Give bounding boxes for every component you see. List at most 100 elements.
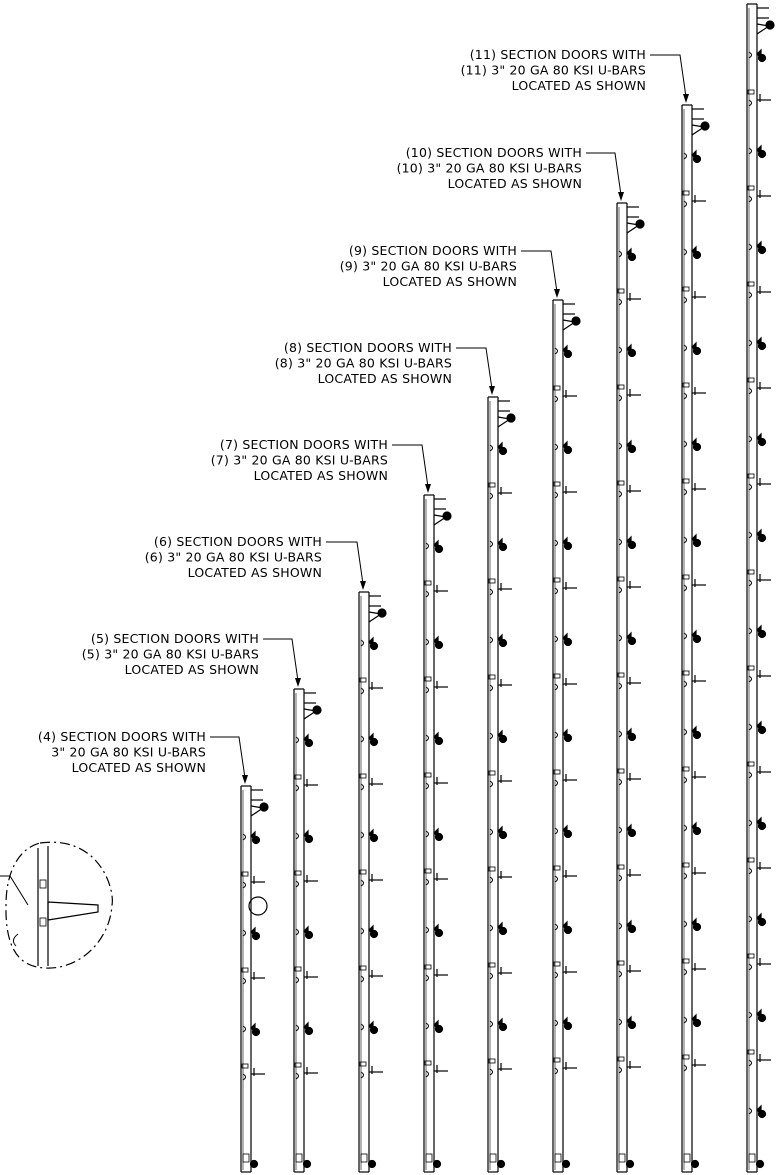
detail-hook xyxy=(12,933,19,947)
latch-mark xyxy=(554,587,558,595)
latch-mark xyxy=(748,243,752,251)
latch-mark xyxy=(554,443,558,451)
latch-mark xyxy=(618,730,622,738)
callout-line-location: LOCATED AS SHOWN xyxy=(448,176,582,191)
section-bracket xyxy=(682,478,690,484)
hinge-ball xyxy=(369,1025,379,1035)
top-hinge-ball xyxy=(571,316,581,326)
door-column-7 xyxy=(423,494,452,1173)
latch-mark xyxy=(683,392,687,400)
hinge-ball xyxy=(757,437,767,447)
latch-mark xyxy=(618,682,622,690)
bottom-plate xyxy=(618,1153,626,1163)
bottom-ball xyxy=(249,1159,259,1169)
section-bracket xyxy=(241,871,249,877)
top-hinge-ball xyxy=(377,608,387,618)
hinge-ball xyxy=(498,542,508,552)
latch-mark xyxy=(748,1059,752,1067)
latch-mark xyxy=(748,915,752,923)
latch-mark xyxy=(748,291,752,299)
hinge-ball xyxy=(627,540,637,550)
callout-label-11: (11) SECTION DOORS WITH(11) 3" 20 GA 80 … xyxy=(461,47,646,93)
section-bracket xyxy=(294,1062,302,1068)
hinge-ball xyxy=(692,346,702,356)
detail-circle xyxy=(5,841,113,969)
latch-mark xyxy=(683,920,687,928)
latch-mark xyxy=(425,926,429,934)
latch-mark xyxy=(683,536,687,544)
hinge-ball xyxy=(627,348,637,358)
latch-mark xyxy=(748,99,752,107)
latch-mark xyxy=(425,638,429,646)
callout-line-sections: (10) SECTION DOORS WITH xyxy=(406,145,582,160)
latch-mark xyxy=(748,435,752,443)
latch-mark xyxy=(425,686,429,694)
door-column-10 xyxy=(616,202,645,1173)
bottom-plate xyxy=(295,1153,303,1163)
latch-mark xyxy=(554,731,558,739)
hinge-ball xyxy=(692,442,702,452)
hinge-ball xyxy=(627,252,637,262)
callout-line-location: LOCATED AS SHOWN xyxy=(318,371,452,386)
section-bracket xyxy=(682,958,690,964)
hinge-ball xyxy=(692,538,702,548)
latch-mark xyxy=(242,833,246,841)
section-bracket xyxy=(488,482,496,488)
latch-mark xyxy=(554,779,558,787)
section-bracket xyxy=(553,577,561,583)
callout-leader xyxy=(263,638,299,682)
latch-mark xyxy=(554,347,558,355)
hinge-ball xyxy=(434,640,444,650)
latch-mark xyxy=(554,1067,558,1075)
door-column-12 xyxy=(746,3,775,1173)
latch-mark xyxy=(554,971,558,979)
callout-leader xyxy=(650,54,687,98)
bottom-ball xyxy=(755,1159,765,1169)
latch-mark xyxy=(425,590,429,598)
callout-line-ubars: (6) 3" 20 GA 80 KSI U-BARS xyxy=(145,550,322,565)
section-bracket xyxy=(617,384,625,390)
latch-mark xyxy=(489,444,493,452)
section-bracket xyxy=(747,857,755,863)
latch-mark xyxy=(618,538,622,546)
section-bracket xyxy=(617,768,625,774)
section-bracket xyxy=(747,569,755,575)
door-column-6 xyxy=(358,591,387,1173)
callout-line-sections: (11) SECTION DOORS WITH xyxy=(470,47,646,62)
callout-line-ubars: (7) 3" 20 GA 80 KSI U-BARS xyxy=(211,453,388,468)
hinge-ball xyxy=(627,1020,637,1030)
callout-arrowhead xyxy=(425,484,431,493)
section-bracket xyxy=(553,481,561,487)
latch-mark xyxy=(360,1023,364,1031)
latch-mark xyxy=(489,492,493,500)
hinge-ball xyxy=(757,341,767,351)
hinge-ball xyxy=(757,1109,767,1119)
section-bracket xyxy=(359,1061,367,1067)
callout-label-8: (8) SECTION DOORS WITH(8) 3" 20 GA 80 KS… xyxy=(275,340,452,386)
hinge-ball xyxy=(563,733,573,743)
latch-mark xyxy=(683,776,687,784)
bottom-plate xyxy=(242,1153,250,1163)
callout-line-sections: (6) SECTION DOORS WITH xyxy=(154,534,322,549)
section-bracket xyxy=(359,773,367,779)
section-bracket xyxy=(294,870,302,876)
hinge-ball xyxy=(627,444,637,454)
latch-mark xyxy=(489,588,493,596)
latch-mark xyxy=(295,832,299,840)
latch-mark xyxy=(618,1018,622,1026)
latch-mark xyxy=(489,828,493,836)
section-bracket xyxy=(488,866,496,872)
latch-mark xyxy=(748,483,752,491)
latch-mark xyxy=(554,395,558,403)
callout-label-5: (5) SECTION DOORS WITH(5) 3" 20 GA 80 KS… xyxy=(82,631,259,677)
latch-mark xyxy=(683,872,687,880)
hinge-ball xyxy=(304,930,314,940)
callout-line-sections: (5) SECTION DOORS WITH xyxy=(91,631,259,646)
hinge-ball xyxy=(692,1018,702,1028)
callout-arrowhead xyxy=(295,678,301,687)
section-bracket xyxy=(617,960,625,966)
bottom-plate xyxy=(683,1153,691,1163)
latch-mark xyxy=(489,732,493,740)
callout-label-9: (9) SECTION DOORS WITH(9) 3" 20 GA 80 KS… xyxy=(340,243,517,289)
